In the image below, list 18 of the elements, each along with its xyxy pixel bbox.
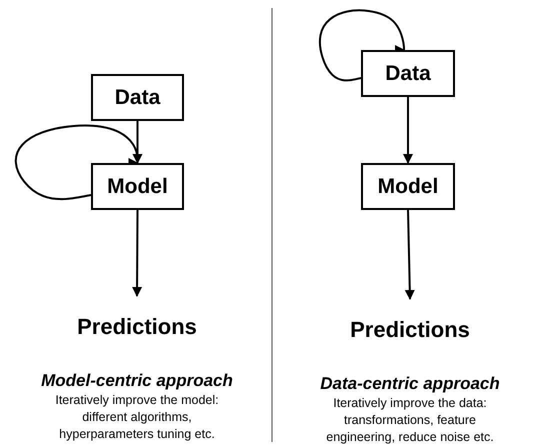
approach-title: Model-centric approach [40,371,234,391]
output-label: Predictions [350,317,470,343]
approach-title: Data-centric approach [319,374,501,394]
arrow [132,210,142,297]
process-box [361,163,455,210]
process-box [91,163,184,210]
box-label: Data [385,62,431,86]
arrow [404,210,415,300]
box-label: Model [378,174,438,198]
box-label: Data [114,86,160,110]
process-box [91,74,184,121]
box-label: Model [107,174,168,198]
arrow [403,97,413,164]
arrow [132,121,142,164]
process-box [361,50,455,97]
output-label: Predictions [77,314,197,340]
approach-description: Iteratively improve the model: different algorithms, hyperparameters tuning etc. [54,392,220,443]
approach-description: Iteratively improve the data: transformations, feature engineering, reduce noise etc. [325,395,495,446]
